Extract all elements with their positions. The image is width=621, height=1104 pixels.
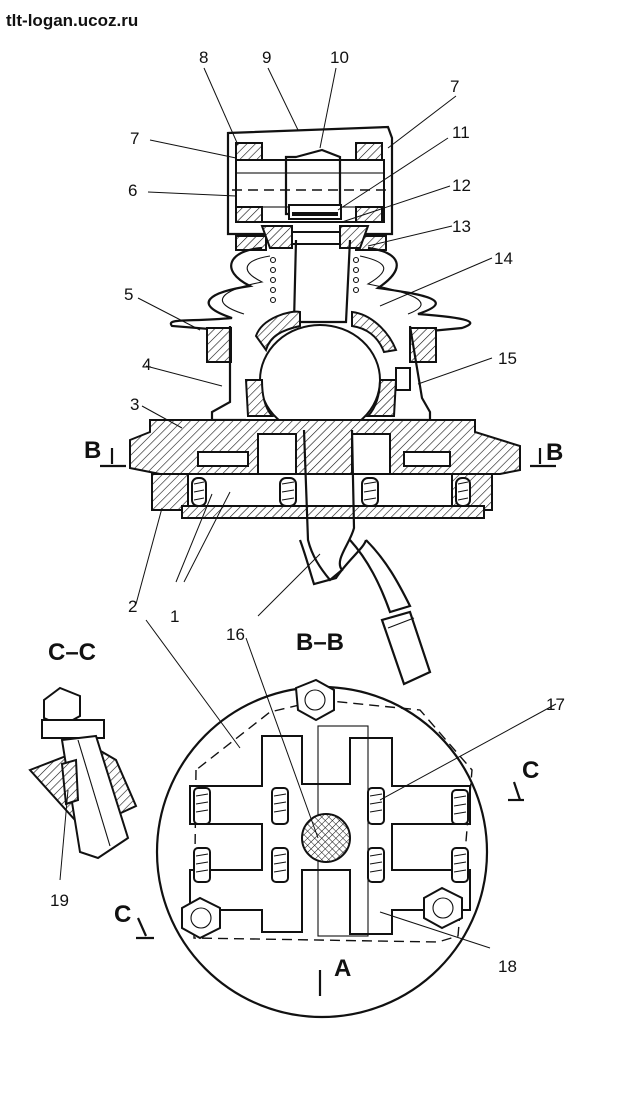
section-labels: B B B–B C–C C C A [48, 437, 563, 982]
hex-bolts [181, 678, 463, 940]
section-bb-title: B–B [296, 629, 344, 656]
callout-2: 2 [128, 597, 137, 616]
leader-lines [59, 67, 557, 949]
callout-14: 14 [494, 249, 513, 268]
top-cross-section [100, 125, 556, 686]
spring-coils [269, 256, 360, 304]
callout-4: 4 [142, 355, 151, 374]
callout-12: 12 [452, 176, 471, 195]
callout-10: 10 [330, 48, 349, 67]
callout-16: 16 [226, 625, 245, 644]
part-callouts: 8 9 10 7 7 11 6 12 13 14 5 4 15 3 1 2 16… [50, 48, 565, 976]
callout-19: 19 [50, 891, 69, 910]
callout-7-left: 7 [130, 129, 139, 148]
callout-15: 15 [498, 349, 517, 368]
callout-6: 6 [128, 181, 137, 200]
watermark-text: tlt-logan.ucoz.ru [6, 11, 138, 30]
section-b-right: B [546, 439, 563, 466]
callout-13: 13 [452, 217, 471, 236]
callout-8: 8 [199, 48, 208, 67]
callout-9: 9 [262, 48, 271, 67]
view-a-label: A [334, 955, 351, 982]
callout-18: 18 [498, 957, 517, 976]
plan-springs [193, 787, 469, 883]
callout-17: 17 [546, 695, 565, 714]
spring-pins [191, 477, 471, 507]
section-b-left: B [84, 437, 101, 464]
section-c-left: C [114, 901, 131, 928]
cc-section-view [28, 686, 138, 860]
bb-plan-view [136, 678, 524, 1019]
callout-5: 5 [124, 285, 133, 304]
callout-7-right: 7 [450, 77, 459, 96]
callout-1: 1 [170, 607, 179, 626]
section-c-right: C [522, 757, 539, 784]
callout-3: 3 [130, 395, 139, 414]
section-cc-title: C–C [48, 639, 96, 666]
callout-11: 11 [452, 123, 470, 142]
